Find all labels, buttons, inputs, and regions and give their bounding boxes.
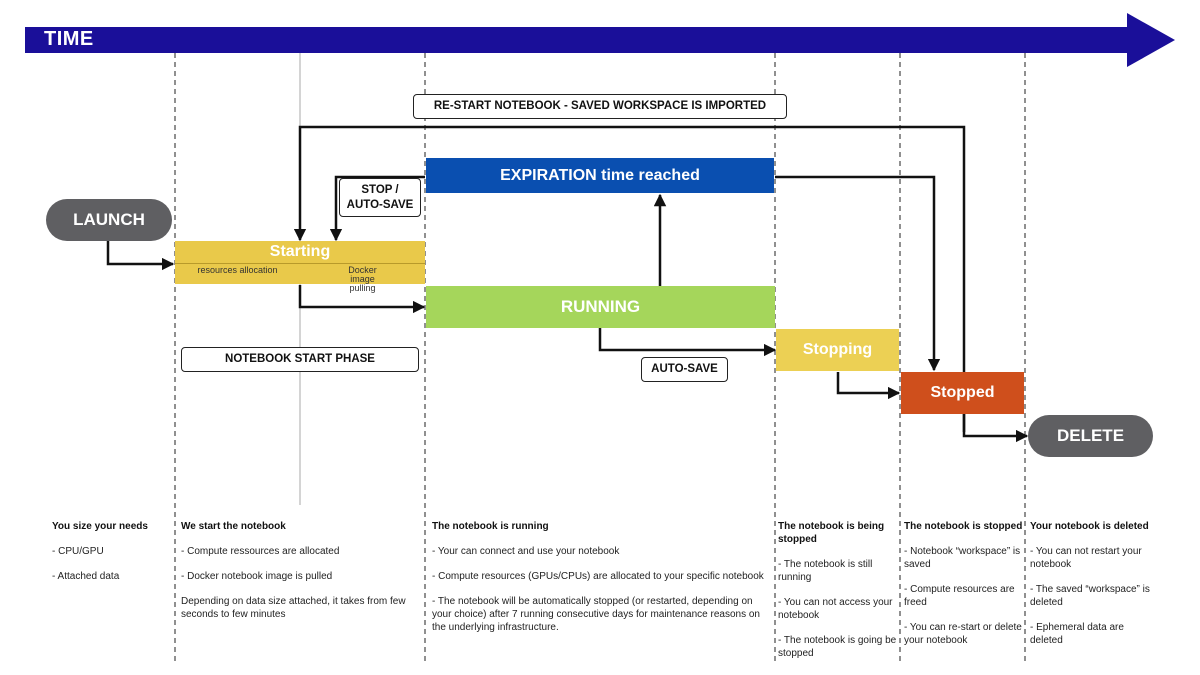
column-line: - The notebook is still running bbox=[778, 559, 873, 583]
stop-autosave-line2: AUTO-SAVE bbox=[346, 198, 414, 211]
running-phase: RUNNING bbox=[426, 286, 775, 328]
column-line: Depending on data size attached, it take… bbox=[181, 596, 406, 620]
flow-arrows bbox=[106, 125, 1029, 443]
column-line: - You can not access your notebook bbox=[778, 597, 893, 621]
stop-autosave-tag: STOP / AUTO-SAVE bbox=[339, 178, 421, 217]
column-line: - The notebook is going be stopped bbox=[778, 635, 897, 659]
column-line: - You can not restart your notebook bbox=[1030, 546, 1142, 570]
column-line: - Attached data bbox=[52, 571, 120, 582]
expiration-phase: EXPIRATION time reached bbox=[426, 158, 774, 193]
column-line: - Compute ressources are allocated bbox=[181, 546, 340, 557]
arrow-restart bbox=[293, 125, 966, 432]
column-stopping: The notebook is being stopped - The note… bbox=[778, 520, 898, 672]
column-header: We start the notebook bbox=[181, 521, 286, 532]
column-line: - Docker notebook image is pulled bbox=[181, 571, 333, 582]
arrow-launch-to-starting bbox=[106, 240, 175, 271]
stopped-phase: Stopped bbox=[901, 372, 1024, 414]
column-line: - The notebook will be automatically sto… bbox=[432, 596, 760, 633]
column-start-notebook: We start the notebook - Compute ressourc… bbox=[181, 520, 419, 633]
starting-label: Starting bbox=[175, 241, 425, 264]
stopping-phase: Stopping bbox=[776, 329, 899, 371]
autosave-tag: AUTO-SAVE bbox=[641, 357, 728, 382]
arrow-starting-to-running bbox=[298, 285, 426, 314]
resources-allocation-label: resources allocation bbox=[197, 265, 278, 275]
column-deleted: Your notebook is deleted - You can not r… bbox=[1030, 520, 1155, 659]
notebook-start-phase-tag: NOTEBOOK START PHASE bbox=[181, 347, 419, 372]
column-header: The notebook is stopped bbox=[904, 521, 1023, 532]
column-line: - Compute resources (GPUs/CPUs) are allo… bbox=[432, 571, 764, 582]
column-size-needs: You size your needs - CPU/GPU - Attached… bbox=[52, 520, 170, 595]
arrow-stopping-to-stopped bbox=[836, 372, 901, 400]
column-line: - You can re-start or delete your notebo… bbox=[904, 622, 1022, 646]
column-line: - Ephemeral data are deleted bbox=[1030, 622, 1124, 646]
arrow-expiration-to-starting bbox=[329, 175, 425, 242]
docker-image-pulling-label: Docker image pulling bbox=[348, 265, 377, 293]
time-bar bbox=[25, 13, 1175, 67]
arrow-running-to-stopping bbox=[598, 328, 777, 357]
column-header: You size your needs bbox=[52, 521, 148, 532]
column-line: - Your can connect and use your notebook bbox=[432, 546, 620, 557]
column-running: The notebook is running - Your can conne… bbox=[432, 520, 768, 646]
column-header: The notebook is being stopped bbox=[778, 521, 885, 545]
restart-tag: RE-START NOTEBOOK - SAVED WORKSPACE IS I… bbox=[413, 94, 787, 119]
time-label: TIME bbox=[44, 28, 94, 50]
column-line: - CPU/GPU bbox=[52, 546, 104, 557]
column-line: - Compute resources are freed bbox=[904, 584, 1015, 608]
delete-node: DELETE bbox=[1028, 415, 1153, 457]
column-header: The notebook is running bbox=[432, 521, 549, 532]
column-stopped: The notebook is stopped - Notebook “work… bbox=[904, 520, 1023, 659]
arrow-expiration-to-stopped bbox=[775, 175, 941, 372]
starting-phase: Starting resources allocation Docker ima… bbox=[175, 241, 425, 293]
launch-node: LAUNCH bbox=[46, 199, 172, 241]
column-line: - Notebook “workspace” is saved bbox=[904, 546, 1021, 570]
stop-autosave-line1: STOP / bbox=[361, 183, 399, 196]
column-line: - The saved “workspace” is deleted bbox=[1030, 584, 1150, 608]
column-header: Your notebook is deleted bbox=[1030, 521, 1149, 532]
phase-dividers bbox=[174, 53, 1026, 665]
arrow-stopped-to-delete bbox=[962, 414, 1029, 443]
